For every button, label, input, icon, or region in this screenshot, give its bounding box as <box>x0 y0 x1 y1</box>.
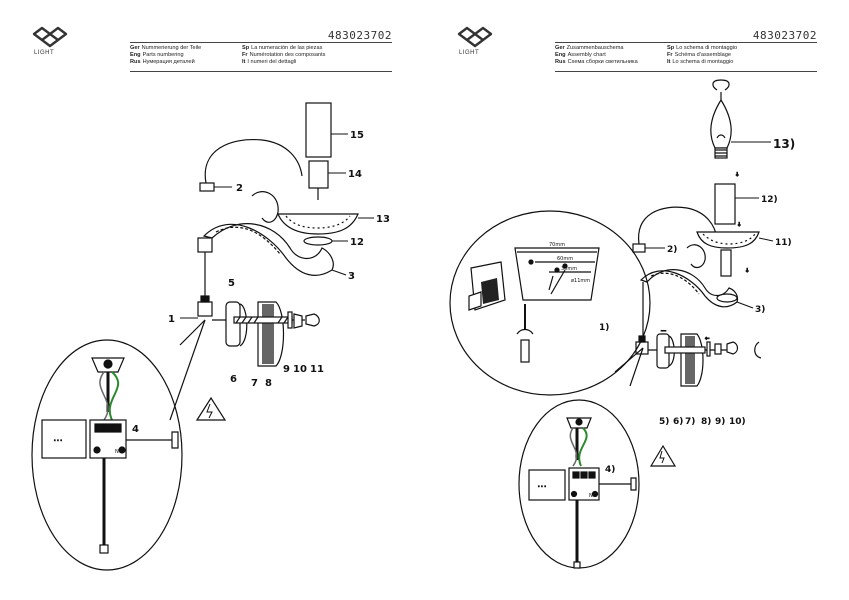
brand-logo-text: LIGHT <box>459 50 480 56</box>
washer <box>706 341 711 357</box>
dim-70mm: 70mm <box>549 242 565 248</box>
backplate <box>225 301 241 347</box>
svg-text:—: — <box>661 328 666 334</box>
label-3: 3) <box>755 305 765 315</box>
label-9: 9 <box>283 364 290 375</box>
upper-scroll-arm <box>251 191 279 223</box>
header-rule-top <box>555 42 817 43</box>
label-6: 6 <box>230 374 237 385</box>
dim-11mm: ø11mm <box>571 278 590 284</box>
power-wire <box>204 138 303 184</box>
mount-bracket <box>197 301 213 317</box>
parts-numbering-diagram: · · · 15 14 <box>31 102 390 571</box>
label-4: 4 <box>132 424 139 435</box>
finial-cap <box>726 341 739 355</box>
label-12: 12 <box>350 237 364 248</box>
product-code: 483023702 <box>327 29 392 42</box>
wiring-detail-circle <box>31 339 183 571</box>
label-15: 15 <box>350 130 364 141</box>
main-arm <box>202 223 334 276</box>
electric-hazard-icon <box>649 444 677 467</box>
svg-text:· · ·: · · · <box>538 484 546 490</box>
terminal-l: L <box>572 493 575 499</box>
main-arm <box>639 269 739 308</box>
label-13: 13) <box>773 137 795 151</box>
dim-30mm: 30mm <box>561 266 577 272</box>
label-10: 10) <box>729 417 746 427</box>
header-rule-top <box>130 42 392 43</box>
label-6: 6) <box>673 417 683 427</box>
terminal-n: N <box>115 449 119 455</box>
dim-60mm: 60mm <box>557 256 573 262</box>
svg-text:←: ← <box>705 336 709 342</box>
label-10: 10 <box>293 364 307 375</box>
bulb-holder <box>308 160 329 189</box>
power-wire <box>638 206 718 245</box>
brand-logo-icon <box>457 26 493 48</box>
label-3: 3 <box>348 271 355 282</box>
junction-box <box>528 469 566 501</box>
label-1: 1 <box>168 314 175 325</box>
label-14: 14 <box>348 169 362 180</box>
drip-pan <box>277 213 359 235</box>
svg-text:· · ·: · · · <box>54 438 62 444</box>
brand-logo-text: LIGHT <box>34 50 55 56</box>
svg-text:↓: ↓ <box>737 222 741 228</box>
label-7: 7 <box>251 378 258 389</box>
label-7: 7) <box>685 417 695 427</box>
drip-pan <box>696 231 760 249</box>
ring <box>303 236 333 246</box>
svg-text:↓: ↓ <box>745 268 749 274</box>
junction-box <box>41 419 87 459</box>
mounting-detail-circle <box>449 210 651 396</box>
label-1: 1) <box>599 323 609 333</box>
label-2: 2) <box>667 245 677 255</box>
label-4: 4) <box>605 465 615 475</box>
candle-sleeve <box>305 102 332 158</box>
label-9: 9) <box>715 417 725 427</box>
nut <box>714 343 722 355</box>
label-8: 8) <box>701 417 711 427</box>
label-5: 5 <box>228 278 235 289</box>
candle-sleeve <box>714 183 736 225</box>
label-2: 2 <box>236 183 243 194</box>
label-5: 5) <box>659 417 669 427</box>
label-11: 11) <box>775 238 792 248</box>
terminal-l: L <box>94 449 97 455</box>
product-code: 483023702 <box>752 29 817 42</box>
label-8: 8 <box>265 378 272 389</box>
nut <box>293 313 303 329</box>
label-11: 11 <box>310 364 324 375</box>
assembly-chart-diagram: ↓ ↓ ↓ — <box>449 79 795 569</box>
finial-cap <box>305 313 320 327</box>
terminal-n: N <box>589 493 593 499</box>
header-rule-bottom <box>555 71 817 72</box>
label-12: 12) <box>761 195 778 205</box>
header-rule-bottom <box>130 71 392 72</box>
electric-hazard-icon <box>195 396 227 421</box>
label-13: 13 <box>376 214 390 225</box>
candle-bulb <box>710 98 732 149</box>
svg-text:↓: ↓ <box>735 172 739 178</box>
brand-logo-icon <box>32 26 68 48</box>
washer <box>287 311 293 329</box>
